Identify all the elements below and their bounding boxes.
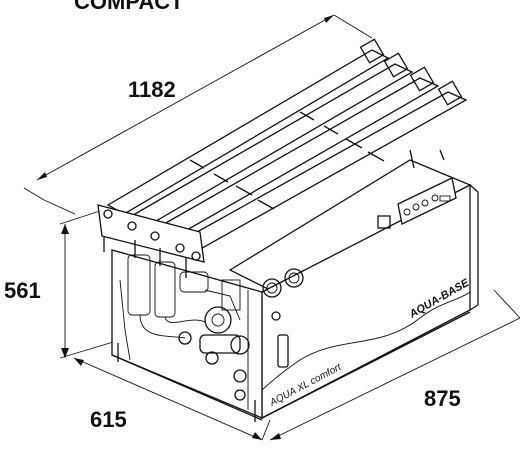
control-panel <box>377 177 457 229</box>
pressure-gauges <box>262 268 304 321</box>
pump-assembly <box>119 254 250 410</box>
dimension-depth-label: 615 <box>90 407 127 432</box>
level-indicator <box>277 334 289 368</box>
membrane-tubes <box>97 38 468 278</box>
dimension-length: 1182 <box>23 14 373 215</box>
dimension-width: 875 <box>269 289 520 441</box>
dimension-height-label: 561 <box>4 278 41 303</box>
dimension-length-label: 1182 <box>128 77 176 102</box>
title: COMPACT <box>74 0 184 14</box>
dimension-depth: 615 <box>73 357 271 441</box>
dimension-height: 561 <box>4 208 121 359</box>
machine-body <box>111 159 479 422</box>
dimension-width-label: 875 <box>424 386 461 411</box>
